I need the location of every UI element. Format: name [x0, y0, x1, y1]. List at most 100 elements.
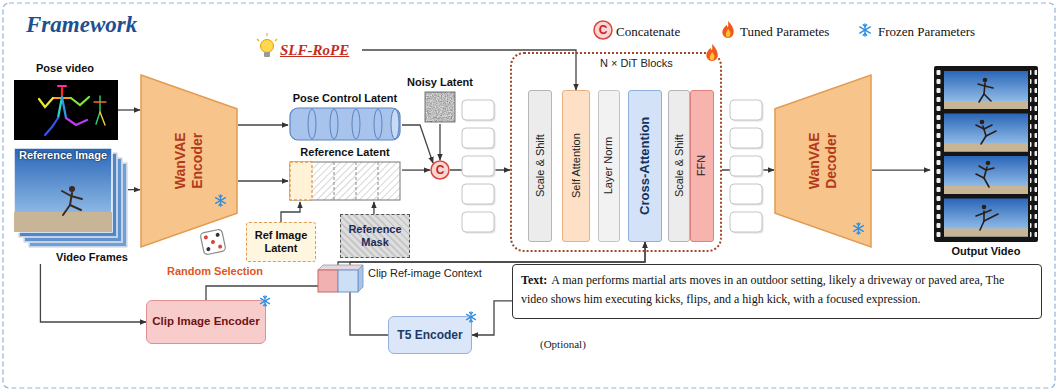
- flow-arrow: [118, 109, 140, 110]
- input-tokens: [462, 100, 496, 234]
- node-label: Clip Image Encoder: [152, 315, 259, 329]
- flow-arrow: [472, 301, 512, 335]
- node-label: Noisy Latent: [407, 76, 473, 89]
- frozen-icon: [465, 311, 477, 323]
- noise-square: [425, 92, 455, 122]
- diagram-title: Framework: [26, 11, 137, 39]
- legend-entry: Tuned Parametes: [740, 22, 829, 40]
- frozen-icon: [852, 222, 865, 235]
- text-prompt-box: Text:A man performs martial arts moves i…: [512, 264, 1042, 319]
- concat-sample: [594, 21, 612, 39]
- frame-border: [3, 3, 1055, 388]
- snowflake-symbol: [216, 195, 226, 206]
- random-selection-note: Random Selection: [160, 265, 270, 278]
- flame-sample: [722, 21, 733, 38]
- t5-encoder: T5 Encoder: [388, 316, 472, 354]
- legend-label: Concatenate: [616, 24, 680, 39]
- context-tokens: [318, 265, 363, 292]
- vae-decoder: WanVAE Decoder: [774, 74, 872, 248]
- node-label: Reference Latent: [300, 146, 389, 159]
- noisy-latent: Noisy Latent: [405, 76, 475, 124]
- snowflake-symbol: [854, 223, 864, 234]
- node-label: Pose video: [36, 62, 94, 75]
- dit-block-group: N × DiT BlocksScale & Shift Self Attentio…: [510, 52, 722, 252]
- node-sublabel: Video Frames: [56, 251, 128, 264]
- node-label: Ref Image Latent: [249, 229, 313, 255]
- tuned-icon: [704, 43, 720, 63]
- lightbulb-icon: [257, 33, 277, 57]
- label-box: C: [594, 21, 612, 39]
- node-label: FFN: [695, 155, 708, 176]
- node-label: Cross-Attention: [637, 117, 653, 215]
- node-label: WanVAE Encoder: [172, 113, 206, 209]
- node-label: Pose Control Latent: [293, 92, 398, 105]
- output-video-node: Output Video: [930, 62, 1042, 258]
- dice-icon: [200, 229, 226, 255]
- node-label: Self Attention: [569, 134, 582, 199]
- node-label: Output Video: [952, 245, 1021, 258]
- flow-arrow: [402, 169, 430, 170]
- node-label: Reference Image: [14, 149, 112, 162]
- node-label: C: [436, 164, 445, 176]
- snowflake-symbol: [467, 312, 476, 323]
- decoder-shape: [775, 75, 871, 247]
- flow-arrow: [238, 124, 288, 125]
- reference-image-stack: [14, 148, 127, 247]
- reference-mask-box: Reference Mask: [340, 214, 410, 258]
- flow-arrow: [128, 189, 140, 190]
- node-label: N × DiT Blocks: [600, 57, 673, 70]
- flow-arrow: [40, 264, 146, 322]
- legend-entry: Frozen Parameters: [878, 22, 975, 40]
- clip-image-encoder: Clip Image Encoder: [146, 300, 266, 344]
- scale-shift-block: Scale & Shift: [528, 90, 552, 242]
- legend-label: Tuned Parametes: [740, 24, 829, 39]
- node-label: WanVAE Decoder: [806, 113, 840, 209]
- node-label: T5 Encoder: [397, 328, 462, 342]
- concat-symbol-letter: C: [594, 21, 612, 39]
- flame-symbol: [706, 44, 717, 61]
- reference-image-node: Reference ImageVideo Frames: [12, 146, 128, 264]
- flow-arrow: [872, 169, 930, 170]
- optional-note: (Optional): [540, 338, 586, 351]
- legend-entry: Concatenate: [616, 22, 680, 40]
- snowflake-symbol: [261, 296, 270, 307]
- flow-arrow: [373, 202, 374, 214]
- legend-label: Frozen Parameters: [878, 24, 975, 39]
- frozen-icon: [259, 295, 271, 307]
- node-label: Text:: [521, 273, 547, 287]
- pose-latent-cylinder: [290, 108, 400, 140]
- pose-control-latent: Pose Control Latent: [288, 92, 402, 142]
- ref-image-latent-box: Ref Image Latent: [246, 222, 316, 262]
- pose-video-frame: [14, 80, 118, 140]
- reference-latent: Reference Latent: [288, 146, 402, 202]
- edge-label-box: Clip Ref-image Context: [366, 267, 484, 280]
- vae-encoder: WanVAE Encoder: [140, 74, 238, 248]
- node-label: Layer Norm: [602, 137, 615, 194]
- concat-circle: [431, 161, 449, 179]
- edge-label: Clip Ref-image Context: [366, 267, 484, 280]
- node-sublabel: A man performs martial arts moves in an …: [521, 273, 1004, 306]
- flow-arrow: [281, 202, 300, 222]
- output-tokens: [730, 100, 764, 234]
- ffn-block: FFN: [690, 90, 714, 242]
- layer-norm-block: Layer Norm: [598, 90, 620, 242]
- node-label: Scale & Shift: [672, 135, 685, 198]
- snowflake-sample: [860, 24, 871, 36]
- output-filmstrip: [934, 66, 1038, 242]
- reference-latent-blocks: [290, 162, 400, 200]
- frozen-icon: [214, 194, 227, 207]
- label-box: (Optional): [540, 338, 586, 351]
- flow-arrow: [362, 50, 576, 90]
- node-label: Reference Mask: [343, 223, 407, 249]
- cross-attention-block: Cross-Attention: [628, 90, 662, 242]
- encoder-shape: [141, 75, 237, 247]
- flow-arrow: [238, 180, 288, 181]
- flow-arrow: [439, 124, 440, 160]
- node-label: Scale & Shift: [533, 135, 546, 198]
- node-label: SLF-RoPE: [280, 41, 349, 59]
- self-attention-block: Self Attention: [562, 90, 590, 242]
- slf-rope-callout: SLF-RoPE: [258, 38, 362, 62]
- flow-arrow: [402, 125, 433, 163]
- concat-node: C: [430, 160, 450, 180]
- scale-shift-block: Scale & Shift: [668, 90, 690, 242]
